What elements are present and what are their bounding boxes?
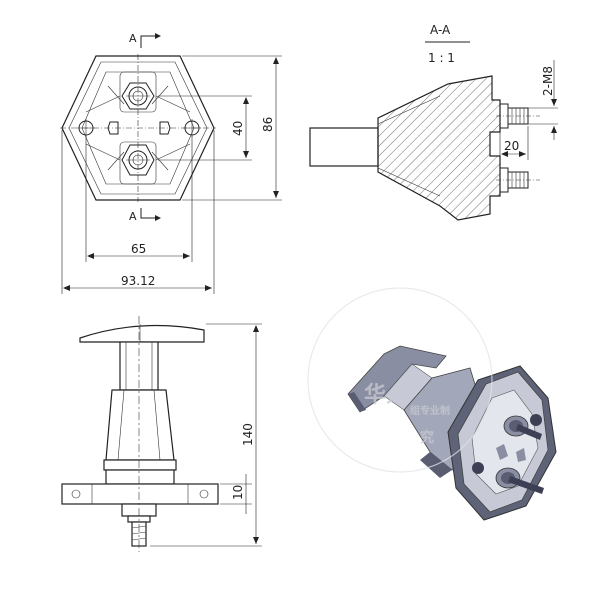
dimension-93-12: 93.12 [121, 274, 155, 288]
thread-spec: 2-M8 [541, 66, 555, 96]
dimension-140: 140 [241, 423, 255, 446]
mounting-hole-left [77, 119, 95, 137]
watermark: 华人 组专业制 究 [307, 287, 493, 473]
section-marker-bottom: A [129, 208, 161, 223]
dimension-65: 65 [131, 242, 146, 256]
section-view: A-A 1 : 1 2-M8 20 [309, 23, 558, 221]
top-stud [119, 71, 157, 113]
dimension-40: 40 [231, 121, 245, 136]
isometric-render [347, 345, 557, 521]
bottom-stud [119, 141, 157, 185]
dimension-10: 10 [231, 485, 245, 500]
section-title: A-A [430, 23, 451, 37]
render-stud-upper [503, 415, 542, 440]
section-marker-top: A [129, 32, 161, 48]
side-view: 140 10 [61, 316, 262, 552]
front-view: A A 40 86 65 93.12 [60, 32, 282, 294]
svg-text:A: A [129, 210, 137, 223]
section-scale: 1 : 1 [428, 51, 455, 65]
svg-text:A: A [129, 32, 137, 45]
key-slot-right [159, 121, 171, 135]
mounting-hole-right [183, 119, 201, 137]
watermark-brand: 华人 [364, 382, 408, 408]
key-slot-left [107, 121, 119, 135]
dimension-86: 86 [261, 117, 275, 132]
watermark-char: 究 [420, 429, 434, 446]
watermark-tagline: 组专业制 [410, 404, 450, 417]
render-stud-lower [495, 467, 544, 494]
dimension-20: 20 [504, 139, 519, 153]
